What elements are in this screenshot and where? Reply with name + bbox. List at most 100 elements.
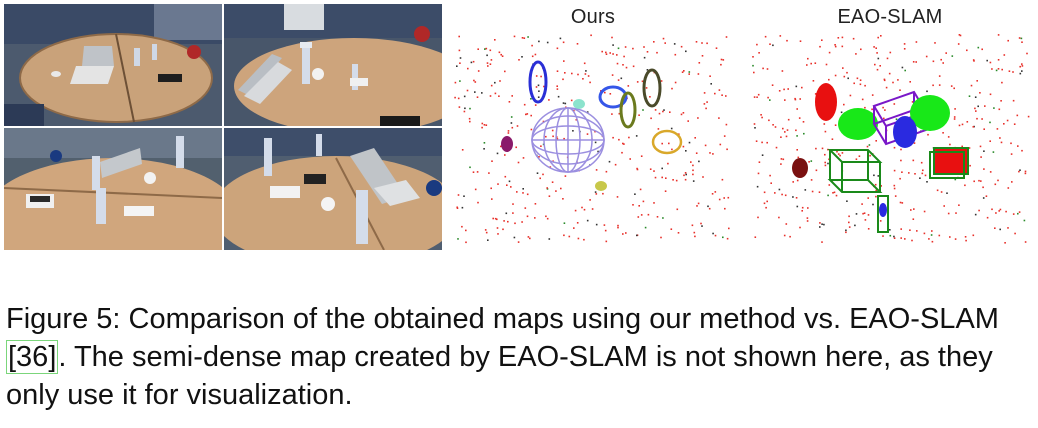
map-point [810,179,813,181]
map-point [583,62,586,65]
map-point [893,237,896,239]
map-point [628,136,630,139]
eao-red-box [929,147,969,179]
map-point [904,238,906,240]
map-point [538,156,540,158]
map-point [714,191,717,193]
map-point [646,51,649,53]
map-point [915,41,918,43]
map-point [527,236,530,238]
map-point [474,81,477,83]
map-point [618,112,621,115]
map-point [843,75,846,78]
map-point [993,107,995,109]
map-point [534,217,536,219]
map-point [622,233,624,235]
map-point [769,99,771,101]
map-point [785,223,788,225]
map-point [617,226,619,229]
map-point [530,128,533,131]
map-point [921,172,924,175]
map-point [706,42,708,45]
map-point [841,152,844,154]
map-point [938,75,941,77]
map-point [497,183,499,185]
map-point [494,81,496,84]
map-point [489,95,492,97]
map-point [563,234,565,237]
map-point [848,215,850,218]
map-point [1021,65,1024,67]
map-point [1012,71,1014,73]
map-point [617,224,619,227]
map-point [565,106,567,109]
map-point [725,95,727,97]
map-point [832,192,834,194]
ellipsoid-dark [642,68,662,108]
map-point [972,126,975,128]
photo-table-view-2 [224,4,442,126]
map-point [796,149,798,151]
map-point [589,81,591,84]
map-point [978,179,980,182]
map-point [489,49,492,52]
map-point [604,91,606,94]
map-point [783,88,785,91]
map-point [617,79,620,81]
map-point [989,61,992,64]
map-point [814,93,817,95]
map-point [513,35,516,38]
map-point [526,113,529,115]
map-point [970,84,973,87]
map-point [634,193,636,195]
map-point [576,43,579,45]
map-point [808,161,810,163]
map-point [605,51,607,54]
map-point [608,160,611,163]
map-point [499,80,501,82]
map-point [685,50,687,53]
map-point [692,180,695,182]
map-point [512,203,514,205]
map-point [875,189,877,192]
map-point [860,48,862,51]
map-point [925,55,928,58]
map-point [661,142,663,145]
map-point [477,48,479,50]
map-point [892,81,894,84]
map-point [572,130,574,132]
map-point [603,224,606,226]
map-point [535,86,538,88]
map-point [866,145,869,148]
map-point [638,114,640,116]
map-point [575,119,578,121]
map-point [680,45,683,48]
map-point [623,143,625,145]
map-point [1021,63,1023,65]
map-point [556,138,559,140]
map-point [709,75,711,77]
map-point [481,126,483,129]
map-point [953,116,956,118]
map-point [551,129,554,132]
citation-link[interactable]: [36] [6,340,59,374]
map-point [637,216,640,218]
eao-green-ellipsoid-2 [910,95,950,131]
map-point [715,47,718,49]
map-point [848,221,850,224]
map-point [636,168,639,171]
map-point [899,89,901,91]
map-point [767,96,769,99]
map-point [824,161,826,164]
map-point [662,110,664,113]
map-point [712,153,714,155]
map-point [691,224,694,227]
map-point [1018,211,1021,213]
map-point [672,179,674,181]
map-point [656,216,659,218]
map-point [611,74,614,76]
map-point [670,228,673,230]
map-point [823,123,826,125]
map-point [571,72,573,75]
map-point [486,54,488,57]
